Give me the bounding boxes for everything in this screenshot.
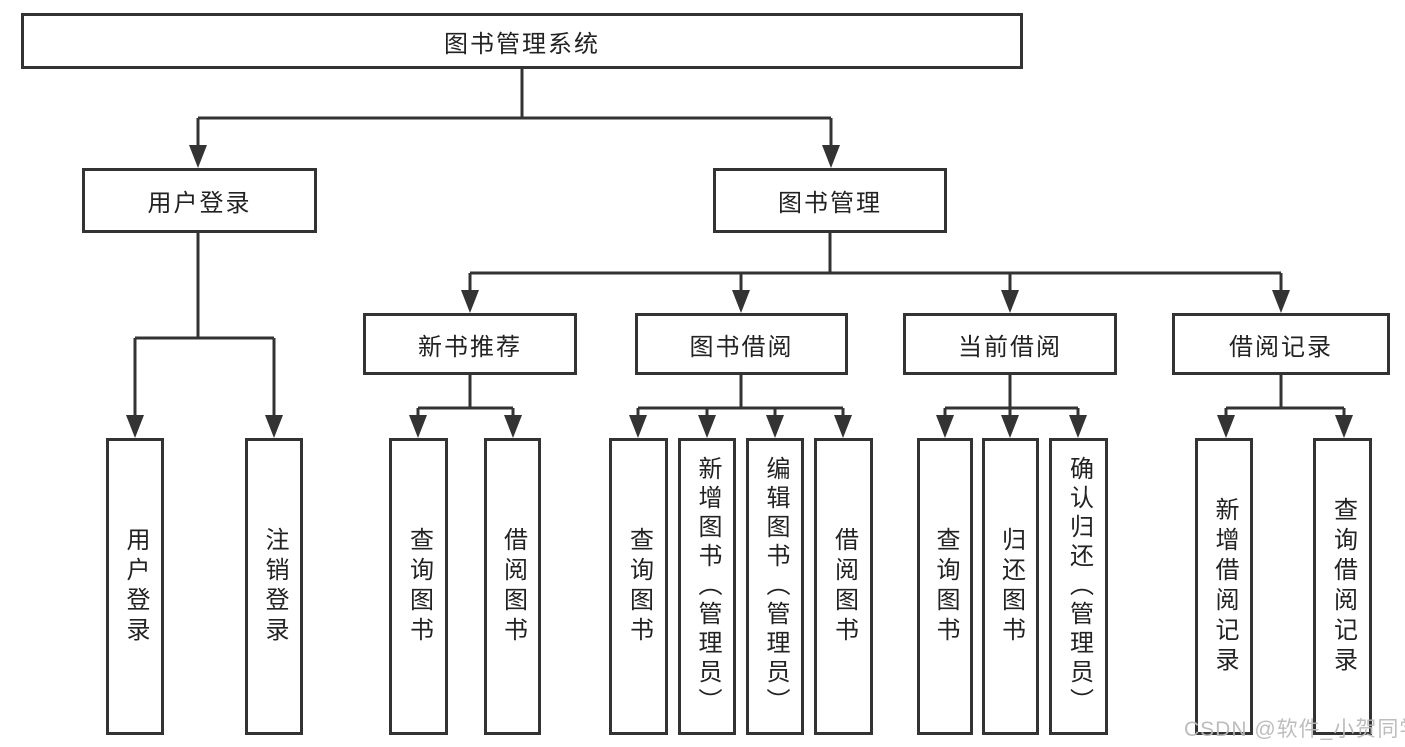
node-borrow-record-label: 借阅记录	[1229, 333, 1333, 361]
leaf-logout: 注销登录	[245, 438, 303, 735]
node-current-borrow: 当前借阅	[903, 313, 1117, 375]
node-book-borrow: 图书借阅	[635, 313, 848, 375]
leaf-query-books-3: 查询图书	[917, 438, 973, 735]
node-book-borrow-label: 图书借阅	[689, 333, 794, 361]
leaf-return-book: 归还图书	[982, 438, 1039, 735]
node-book-management-label: 图书管理	[778, 190, 882, 217]
leaf-logout-label: 注销登录	[261, 526, 288, 647]
leaf-query-borrow-record: 查询借阅记录	[1313, 438, 1372, 735]
leaf-user-login: 用户登录	[106, 438, 164, 735]
leaf-query-books-1-label: 查询图书	[405, 526, 433, 647]
node-new-book-recommend-label: 新书推荐	[418, 333, 522, 361]
node-book-management: 图书管理	[713, 168, 947, 233]
leaf-query-books-2: 查询图书	[609, 438, 668, 735]
leaf-borrow-books-2: 借阅图书	[814, 438, 873, 735]
node-new-book-recommend: 新书推荐	[363, 313, 577, 375]
leaf-borrow-books-1: 借阅图书	[484, 438, 541, 735]
leaf-add-book-admin: 新增图书（管理员）	[678, 438, 736, 735]
leaf-confirm-return-admin: 确认归还（管理员）	[1049, 438, 1108, 735]
leaf-borrow-books-2-label: 借阅图书	[830, 526, 858, 647]
leaf-add-borrow-record-label: 新增借阅记录	[1211, 496, 1238, 677]
leaf-query-borrow-record-label: 查询借阅记录	[1329, 496, 1357, 677]
leaf-confirm-return-admin-label: 确认归还（管理员）	[1065, 456, 1093, 717]
node-user-login-label: 用户登录	[147, 190, 252, 217]
leaf-add-borrow-record: 新增借阅记录	[1195, 438, 1253, 735]
leaf-return-book-label: 归还图书	[997, 526, 1025, 647]
node-user-login: 用户登录	[82, 168, 317, 233]
leaf-user-login-label: 用户登录	[122, 526, 149, 647]
leaf-query-books-2-label: 查询图书	[625, 526, 653, 647]
leaf-borrow-books-1-label: 借阅图书	[499, 526, 527, 647]
leaf-edit-book-admin: 编辑图书（管理员）	[746, 438, 804, 735]
leaf-query-books-3-label: 查询图书	[932, 526, 959, 647]
leaf-edit-book-admin-label: 编辑图书（管理员）	[762, 456, 789, 717]
leaf-query-books-1: 查询图书	[389, 438, 448, 735]
node-borrow-record: 借阅记录	[1172, 313, 1390, 375]
node-system-root: 图书管理系统	[21, 13, 1023, 69]
arrowheads	[126, 145, 1353, 438]
leaf-add-book-admin-label: 新增图书（管理员）	[694, 456, 721, 717]
node-current-borrow-label: 当前借阅	[958, 333, 1062, 361]
node-system-root-label: 图书管理系统	[444, 30, 600, 58]
